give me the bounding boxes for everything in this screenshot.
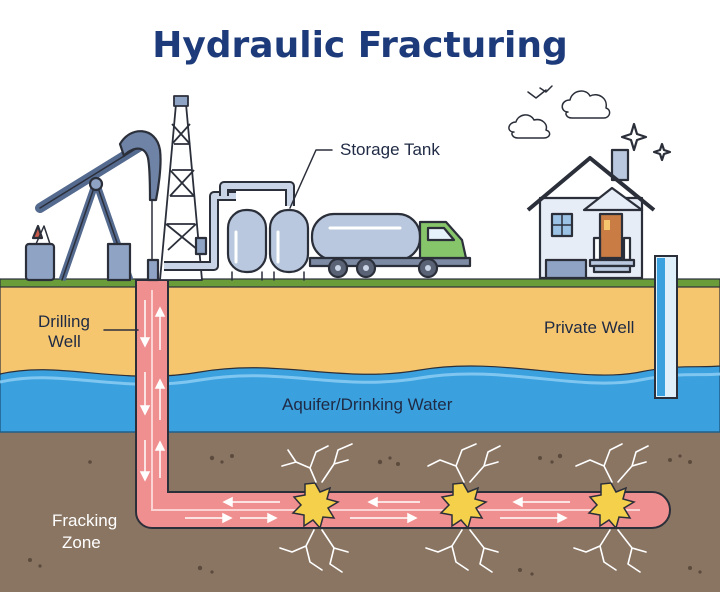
- private-well-pipe: [654, 255, 678, 399]
- drilling-well-label: Drilling Well: [38, 312, 95, 351]
- drilling-well-label-line2: Well: [48, 332, 81, 351]
- private-well-label: Private Well: [544, 318, 634, 337]
- sky-decorations: [508, 85, 672, 162]
- house-icon: [526, 148, 656, 280]
- drilling-well-label-line1: Drilling: [38, 312, 90, 331]
- pumpjack-icon: [24, 130, 162, 282]
- drilling-derrick-icon: [159, 95, 203, 281]
- fracture-burst-3: [587, 482, 636, 530]
- flow-arrows-down: [139, 300, 166, 482]
- cloud-icon: [508, 114, 551, 139]
- fracture-burst-2: [439, 482, 488, 530]
- bedrock-pebbles: [28, 453, 702, 576]
- fracture-zone: [279, 443, 649, 573]
- connecting-pipes: [164, 181, 295, 271]
- storage-tank-label: Storage Tank: [340, 140, 440, 159]
- bird-icon: [539, 85, 553, 93]
- crack-lines: [279, 443, 649, 573]
- bird-icon: [527, 89, 547, 99]
- fracture-burst-1: [291, 482, 340, 530]
- flow-arrows-horizontal: [185, 496, 570, 524]
- storage-tank-callout: Storage Tank: [289, 140, 440, 209]
- tanker-truck-icon: [308, 212, 472, 279]
- private-well-water: [657, 258, 665, 396]
- drilling-well-callout: Drilling Well: [38, 312, 139, 351]
- fracking-zone-label: Fracking Zone: [52, 511, 122, 552]
- fracking-zone-label-line2: Zone: [62, 533, 101, 552]
- storage-tank-icon: [226, 208, 310, 281]
- aquifer-label: Aquifer/Drinking Water: [282, 395, 453, 414]
- grass-line: [0, 278, 720, 288]
- sparkle-icon: [652, 142, 672, 162]
- cloud-icon: [561, 90, 611, 119]
- aquifer-ripple: [0, 372, 720, 386]
- diagram-title: Hydraulic Fracturing: [152, 25, 568, 66]
- sparkle-icon: [620, 122, 648, 152]
- fracking-zone-label-line1: Fracking: [52, 511, 117, 530]
